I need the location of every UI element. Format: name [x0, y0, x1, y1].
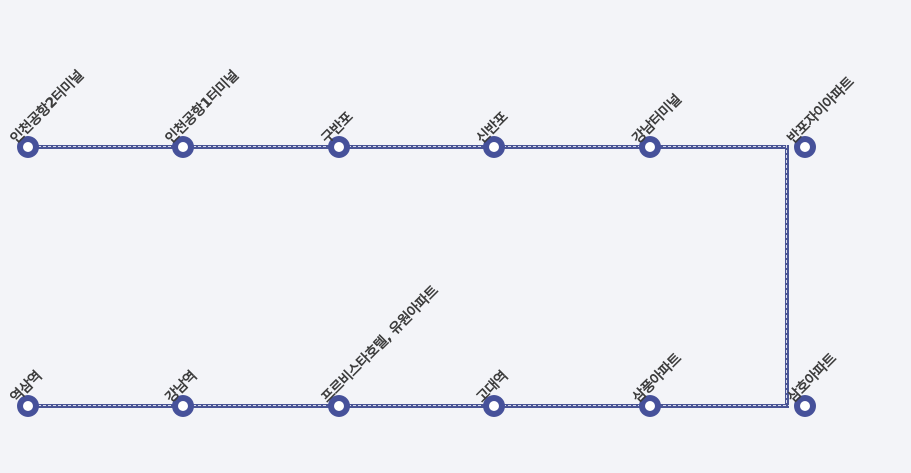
stop-marker[interactable]	[172, 136, 194, 158]
stop-marker[interactable]	[639, 395, 661, 417]
route-line-connector	[785, 145, 789, 408]
stop-marker[interactable]	[794, 395, 816, 417]
stop-marker[interactable]	[639, 136, 661, 158]
stop-marker[interactable]	[794, 136, 816, 158]
route-line-bottom	[28, 404, 789, 408]
stop-marker[interactable]	[483, 136, 505, 158]
stop-label: 반포자이아파트	[784, 74, 858, 147]
stop-marker[interactable]	[17, 136, 39, 158]
stop-marker[interactable]	[172, 395, 194, 417]
stop-marker[interactable]	[17, 395, 39, 417]
stop-marker[interactable]	[483, 395, 505, 417]
stop-label: 프르비스타호텔, 유원아파트	[318, 283, 442, 406]
stop-label: 인천공항1터미널	[162, 67, 242, 147]
stop-marker[interactable]	[328, 136, 350, 158]
route-line-top	[28, 145, 789, 149]
stop-marker[interactable]	[328, 395, 350, 417]
stop-label: 인천공항2터미널	[7, 67, 87, 147]
